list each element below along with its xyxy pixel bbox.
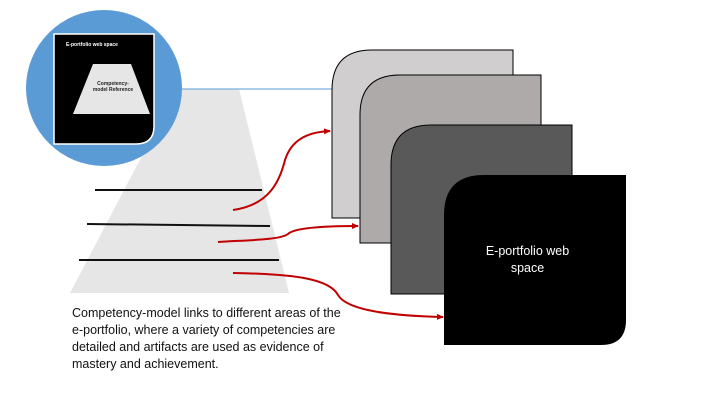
caption-text: Competency-model links to different area…	[72, 306, 341, 371]
inset-title: E-portfolio web space	[66, 42, 118, 48]
link-arrow-2	[217, 223, 359, 243]
front-card-label: E-portfolio web space	[485, 244, 570, 275]
inset-trapezoid	[73, 64, 150, 114]
inset-reference-label: Competency-model Reference	[92, 81, 134, 93]
link-arrow-1	[232, 128, 331, 211]
card-4	[444, 175, 626, 345]
level-line-2	[86, 223, 271, 227]
link-arrow-3	[232, 272, 444, 320]
